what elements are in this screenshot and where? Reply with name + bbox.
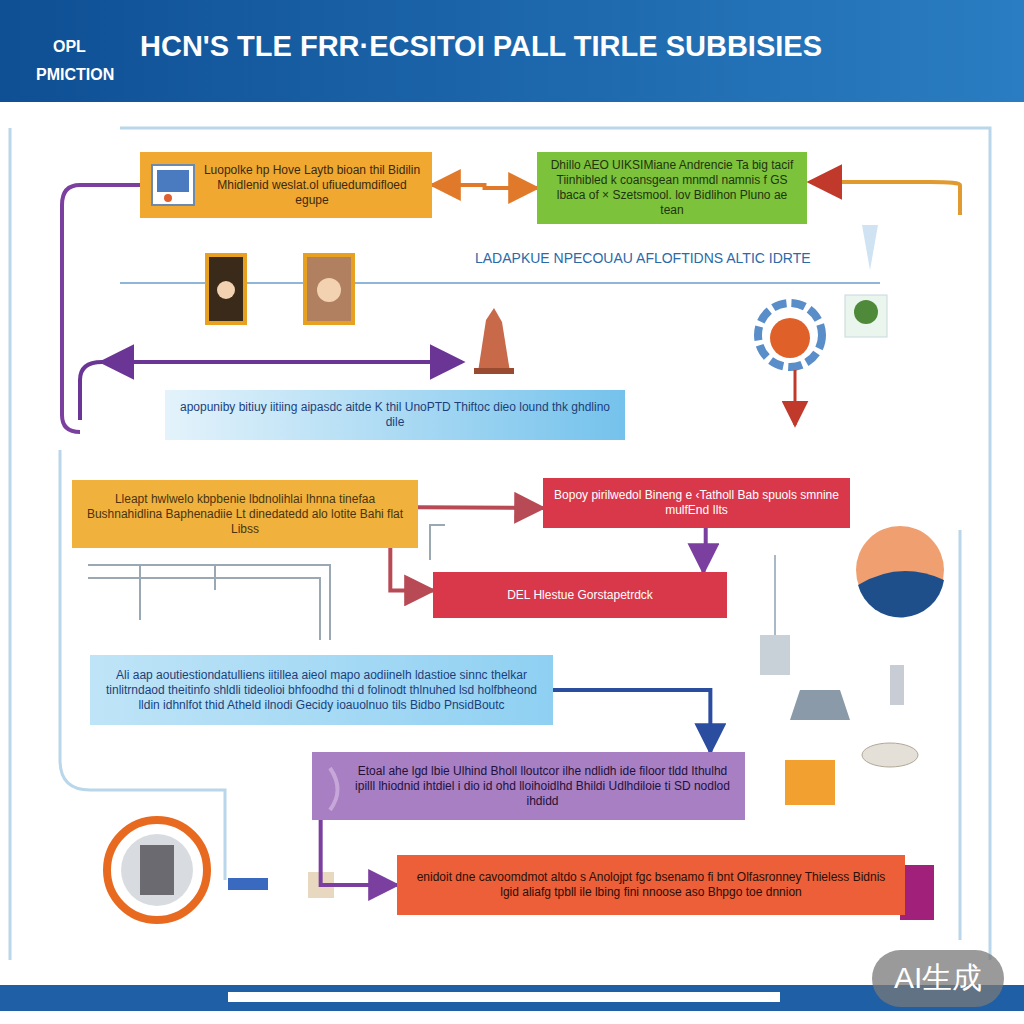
flow-connector (321, 820, 397, 885)
watermark: AI生成 (872, 950, 1004, 1007)
dot-globe (856, 526, 944, 618)
tower-figure (474, 308, 514, 374)
box-text: Lleapt hwlwelo kbpbenie lbdnolihlai Ihnn… (82, 492, 408, 537)
box-text: Etoal ahe lgd lbie Ulhind Bholl lloutcor… (352, 764, 733, 809)
flow-connector (390, 548, 433, 590)
double-arrow (102, 360, 462, 364)
process-box: apopuniby bitiuy iitiing aipasdc aitde K… (165, 390, 625, 440)
picture-frame (207, 255, 353, 323)
footer-band (0, 985, 1024, 1011)
box-text: Bopoy pirilwedol Bineng e ‹Tatholl Bab s… (553, 488, 840, 518)
flow-connector (553, 690, 710, 752)
process-box: Luopolke hp Hove Laytb bioan thil Bidili… (140, 152, 432, 218)
process-box: Lleapt hwlwelo kbpbenie lbdnolihlai Ihnn… (72, 480, 418, 548)
flow-connector (432, 185, 537, 188)
process-box: DEL Hlestue Gorstapetrdck (433, 572, 727, 618)
header-band (0, 0, 1024, 102)
gear-icon (107, 820, 334, 920)
frame-lines (10, 128, 990, 960)
box-text: Ali aap aoutiestiondatulliens iitillea a… (102, 668, 541, 713)
flow-connector (703, 528, 705, 572)
band-label: LADAPKUE NPECOUAU AFLOFTIDNS ALTIC IDRTE (472, 250, 814, 266)
process-box: Ali aap aoutiestiondatulliens iitillea a… (90, 655, 553, 725)
box-text: Dhillo AEO UIKSIMiane Andrencie Ta big t… (545, 158, 799, 218)
page-title: HCN'S TLE FRR·ECSITOI PALL TIRLE SUBBISI… (140, 30, 822, 63)
process-box: enidoit dne cavoomdmot altdo s Anolojpt … (397, 855, 905, 915)
box-text: apopuniby bitiuy iitiing aipasdc aitde K… (177, 400, 613, 430)
footer-field (228, 992, 780, 1002)
box-text: Luopolke hp Hove Laytb bioan thil Bidili… (200, 163, 424, 208)
process-box: Dhillo AEO UIKSIMiane Andrencie Ta big t… (537, 152, 807, 224)
header-note: OPL (50, 38, 89, 56)
bend-line (80, 362, 102, 420)
box-text: enidoit dne cavoomdmot altdo s Anolojpt … (409, 870, 893, 900)
bracket-line (62, 185, 140, 432)
box-text: DEL Hlestue Gorstapetrdck (507, 588, 653, 603)
return-line (810, 182, 960, 215)
process-box: Etoal ahe lgd lbie Ulhind Bholl lloutcor… (312, 752, 745, 820)
process-box: Bopoy pirilwedol Bineng e ‹Tatholl Bab s… (543, 478, 850, 528)
header-note: PMICTION (33, 66, 117, 84)
flow-connector (418, 505, 543, 510)
